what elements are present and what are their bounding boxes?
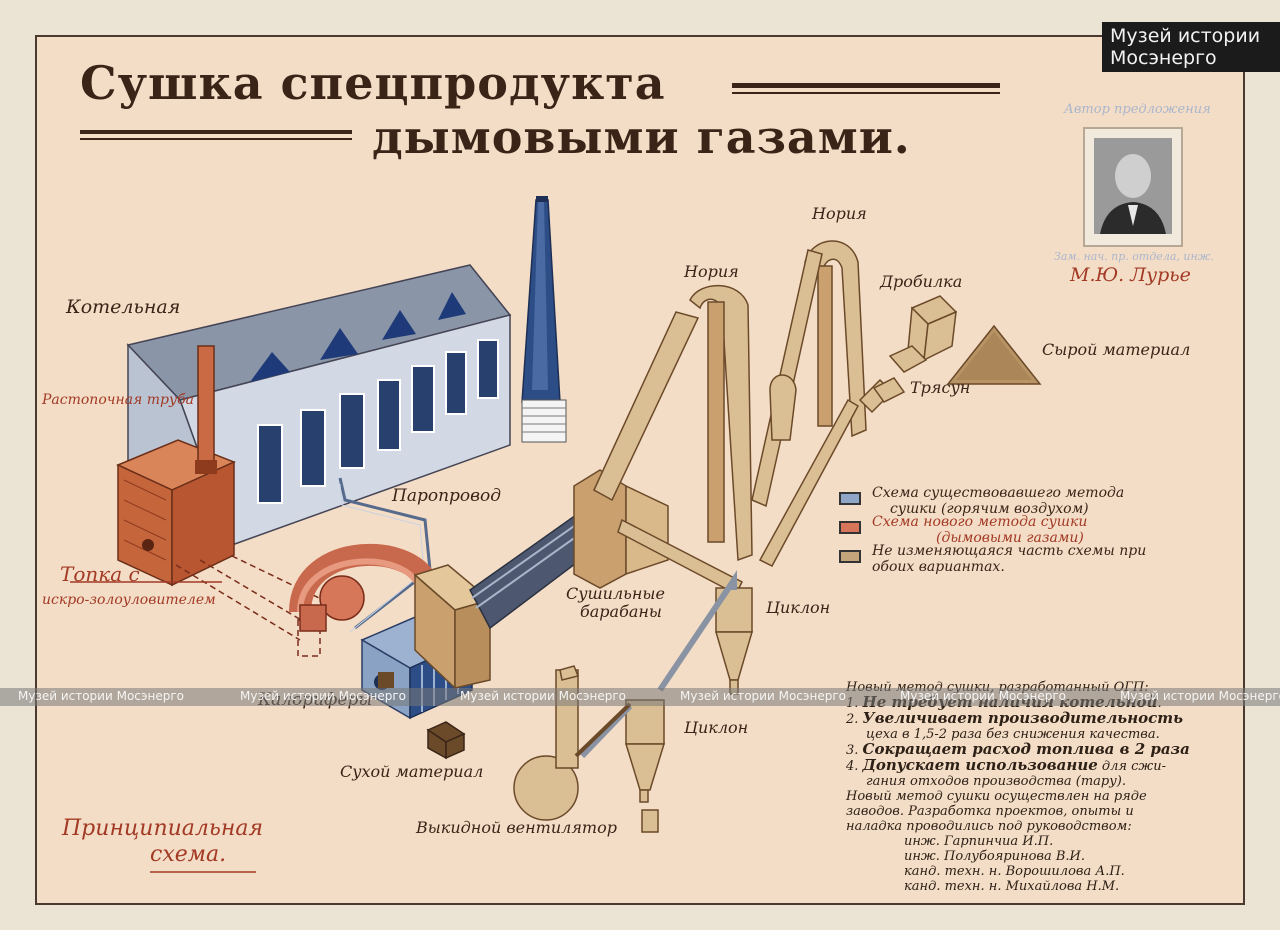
watermark-strip: Музей истории Мосэнерго Музей истории Мо…: [0, 688, 1280, 706]
outlet-box: [378, 672, 394, 688]
notes-item-4b: гания отходов производства (тару).: [846, 774, 1190, 789]
notes-para-1: Новый метод сушки осуществлен на ряде: [846, 789, 1147, 804]
label-principal-1: Принципиальная: [62, 816, 264, 841]
dry-material-box: [426, 721, 466, 760]
notes-item-4-bold: Допускает использование: [862, 756, 1098, 774]
label-kotelnaya: Котельная: [66, 296, 181, 318]
notes-name-3: канд. техн. н. Ворошилова А.П.: [904, 864, 1125, 879]
notes-item-3-num: 3.: [846, 743, 859, 758]
watermark-strip-text: Музей истории Мосэнерго: [900, 689, 1066, 703]
cyclone-upper: [715, 587, 753, 695]
cyclone-lower: [624, 699, 666, 833]
label-suhoy: Сухой материал: [340, 762, 484, 781]
label-drobilka: Дробилка: [880, 272, 963, 291]
notes-item-4-num: 4.: [846, 759, 859, 774]
label-barabany-1: Сушильные: [566, 584, 665, 603]
legend-item-3: Не изменяющаяся часть схемы при обоих ва…: [872, 543, 1146, 575]
legend-item-2: Схема нового метода сушки (дымовыми газа…: [872, 514, 1087, 546]
legend-item-2-line-1: Схема нового метода сушки: [872, 514, 1088, 530]
legend-swatches: [839, 492, 861, 563]
watermark-strip-text: Музей истории Мосэнерго: [240, 689, 406, 703]
label-ciklon-1: Циклон: [766, 598, 831, 617]
boiler-house: [126, 264, 512, 548]
label-noria-1: Нория: [684, 262, 739, 281]
notes-item-2b: цеха в 1,5-2 раза без снижения качества.: [846, 727, 1190, 742]
label-barabany-2: барабаны: [580, 602, 662, 621]
legend-item-1-line-1: Схема существовавшего метода: [872, 485, 1125, 501]
title-line-1: Сушка спецпродукта: [80, 56, 666, 110]
watermark-strip-text: Музей истории Мосэнерго: [680, 689, 846, 703]
notes-item-2b-rest: цеха в 1,5-2 раза без снижения качества.: [866, 727, 1160, 742]
watermark-strip-text: Музей истории Мосэнерго: [460, 689, 626, 703]
notes-item-2-bold: Увеличивает производительность: [862, 709, 1184, 727]
notes-item-3-bold: Сокращает расход топлива в 2 раза: [862, 740, 1190, 758]
label-principal-2: схема.: [150, 842, 227, 867]
title-line-2: дымовыми газами.: [372, 110, 911, 164]
author-caption: Автор предложения: [1064, 102, 1211, 117]
watermark-strip-text: Музей истории Мосэнерго: [18, 689, 184, 703]
legend-item-2-line-2: (дымовыми газами): [936, 530, 1084, 546]
label-topka: Топка с: [60, 562, 140, 586]
label-paroprovod: Паропровод: [392, 486, 502, 506]
author-caption-under: Зам. нач. пр. отдела, инж.: [1054, 250, 1214, 263]
author-name: М.Ю. Лурье: [1070, 264, 1191, 286]
notes-item-3: 3. Сокращает расход топлива в 2 раза: [846, 740, 1190, 759]
tan-conveyors: [593, 240, 894, 596]
notes-name-1: инж. Гарпинчиа И.П.: [904, 834, 1054, 849]
notes-item-2: 2. Увеличивает производительность: [846, 709, 1190, 728]
notes-item-2-num: 2.: [846, 712, 859, 727]
label-noria-2: Нория: [812, 204, 867, 223]
watermark-line-1: Музей истории: [1110, 25, 1261, 47]
notes-item-4b-rest: гания отходов производства (тару).: [866, 774, 1126, 789]
steam-pipe: [338, 477, 432, 633]
notes-item-4-rest: для сжи-: [1097, 759, 1166, 774]
crusher: [888, 295, 958, 373]
notes-item-4: 4. Допускает использование для сжи-: [846, 756, 1190, 775]
watermark-strip-text: Музей истории Мосэнерго: [1120, 689, 1280, 703]
label-tryasun: Трясун: [910, 378, 971, 397]
drying-drum: [413, 469, 669, 690]
label-rastopochnaya: Растопочная труба: [42, 392, 195, 408]
legend-item-1-line-2: сушки (горячим воздухом): [890, 501, 1089, 517]
notes-name-2: инж. Полубояринова В.И.: [904, 849, 1086, 864]
label-topka-2: искро-золоуловителем: [42, 592, 216, 608]
author-photo: [1083, 127, 1183, 247]
raw-material-pile: [946, 324, 1042, 385]
label-underlines: [70, 581, 256, 873]
label-ventilyator: Выкидной вентилятор: [416, 818, 617, 837]
legend-item-3-line-2: обоих вариантах.: [872, 559, 1005, 575]
notes-block: Новый метод сушки, разработанный ОГП: 1.…: [846, 680, 1190, 894]
museum-watermark: Музей истории Мосэнерго: [1102, 22, 1280, 72]
chimney: [521, 196, 567, 443]
label-ciklon-2: Циклон: [684, 718, 749, 737]
notes-para-2: заводов. Разработка проектов, опыты и: [846, 804, 1134, 819]
label-syroy: Сырой материал: [1042, 340, 1191, 359]
watermark-line-2: Мосэнерго: [1110, 47, 1217, 69]
title-rules: [80, 83, 1000, 140]
legend-item-3-line-1: Не изменяющаяся часть схемы при: [872, 543, 1147, 559]
legend-item-1: Схема существовавшего метода сушки (горя…: [872, 485, 1124, 517]
shaker: [872, 377, 906, 403]
notes-para-3: наладка проводились под руководством:: [846, 819, 1132, 834]
furnace: [116, 345, 236, 587]
notes-name-4: канд. техн. н. Михайлова Н.М.: [904, 879, 1120, 894]
